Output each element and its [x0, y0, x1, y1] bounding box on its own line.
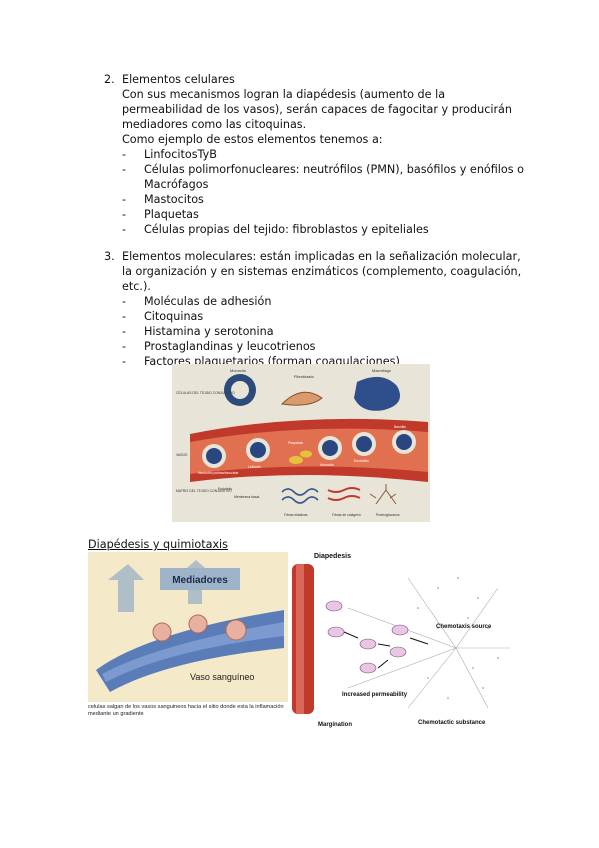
label-eosinofilo: Eosinófilo — [354, 459, 369, 463]
section-paragraph: Con sus mecanismos logran la diapédesis … — [122, 88, 513, 131]
migration-arrows — [343, 631, 429, 669]
vessel-highlight — [296, 564, 304, 714]
label-fibras-colageno: Fibras de colágeno — [332, 513, 361, 517]
bullet-item: Células propias del tejido: fibroblastos… — [122, 222, 524, 237]
label-margination: Margination — [318, 722, 352, 728]
proteoglycan-icon — [369, 484, 397, 505]
macrophage-icon — [354, 376, 401, 411]
elastic-fiber-icon — [281, 488, 319, 496]
leukocyte-icon — [188, 614, 208, 634]
figure-caption: celulas salgan de los vasos sanguineos h… — [88, 704, 284, 717]
bullet-item: Citoquinas — [122, 309, 524, 324]
label-increased-permeability: Increased permeability — [342, 692, 408, 698]
section-molecular-elements: 3. Elementos moleculares: están implicad… — [104, 249, 524, 369]
section-paragraph: Elementos moleculares: están implicadas … — [122, 250, 522, 293]
bullet-item: Mastocitos — [122, 192, 524, 207]
migrating-leukocytes — [325, 600, 409, 674]
mediadores-label: Mediadores — [172, 575, 228, 586]
bullet-item: Prostaglandinas y leucotrienos — [122, 339, 524, 354]
fibroblast-icon — [280, 391, 323, 406]
vaso-label: Vaso sanguíneo — [190, 672, 254, 682]
bullet-item: LinfocitosTyB — [122, 147, 524, 162]
leukocyte-icon — [225, 619, 247, 641]
label-matriz: MATRIZ DEL TEJIDO CONJUNTIVO — [176, 489, 232, 493]
label-chemotaxis-source: Chemotaxis source — [436, 624, 492, 630]
section-paragraph: Como ejemplo de estos elementos tenemos … — [122, 133, 383, 146]
bullet-item: Moléculas de adhesión — [122, 294, 524, 309]
arrow-up-icon — [108, 564, 144, 612]
section-title: Elementos celulares — [122, 73, 235, 86]
label-diapedesis: Diapedesis — [314, 553, 351, 560]
label-proteoglucanos: Proteoglucanos — [376, 513, 400, 517]
bullet-item: Histamina y serotonina — [122, 324, 524, 339]
collagen-fiber-icon — [327, 495, 361, 501]
label-endotelio: Endotelio — [218, 487, 232, 491]
section-heading: Diapédesis y quimiotaxis — [88, 538, 228, 551]
label-macrofago: Macrófago — [372, 368, 392, 373]
blood-cells-group — [202, 430, 416, 468]
label-monocito: Monocito — [230, 368, 247, 373]
label-neutrofilo: Neutrófilo polimorfonuclear — [198, 471, 239, 475]
collagen-fiber-icon — [327, 487, 361, 493]
label-linfocito: Linfocito — [248, 465, 261, 469]
section-cellular-elements: 2. Elementos celulares Con sus mecanismo… — [104, 72, 524, 237]
label-fibroblasto: Fibroblasto — [294, 374, 315, 379]
leukocyte-icon — [152, 622, 172, 642]
label-vasos: VASOS — [176, 453, 188, 457]
label-membrana: Membrana basal — [234, 495, 260, 499]
label-chemotactic-substance: Chemotactic substance — [418, 720, 486, 726]
label-celulas-tejido: CÉLULAS DEL TEJIDO CONJUNTIVO — [176, 390, 235, 395]
chemotactic-gradient-dots — [417, 577, 499, 699]
mediadores-box — [160, 568, 240, 590]
bullet-item: Plaquetas — [122, 207, 524, 222]
label-fibras-elasticas: Fibras elásticas — [284, 513, 308, 517]
diapedesis-figure: Mediadores Vaso sanguíneo celulas salgan… — [88, 552, 288, 727]
label-basofilo: Basófilo — [394, 425, 406, 429]
elastic-fiber-icon — [281, 496, 319, 504]
section-number: 3. — [104, 250, 115, 263]
bullet-item: Células polimorfonucleares: neutrófilos … — [122, 162, 524, 192]
chemotaxis-figure: Diapedesis Chemotaxis source Increased p… — [288, 548, 512, 732]
connective-tissue-figure: Monocito Fibroblasto Macrófago CÉLULAS D… — [172, 364, 430, 522]
monocyte-nucleus-icon — [231, 381, 249, 399]
section-number: 2. — [104, 73, 115, 86]
label-plaquetas: Plaquetas — [288, 441, 303, 445]
label-monocito2: Monocito — [320, 463, 334, 467]
